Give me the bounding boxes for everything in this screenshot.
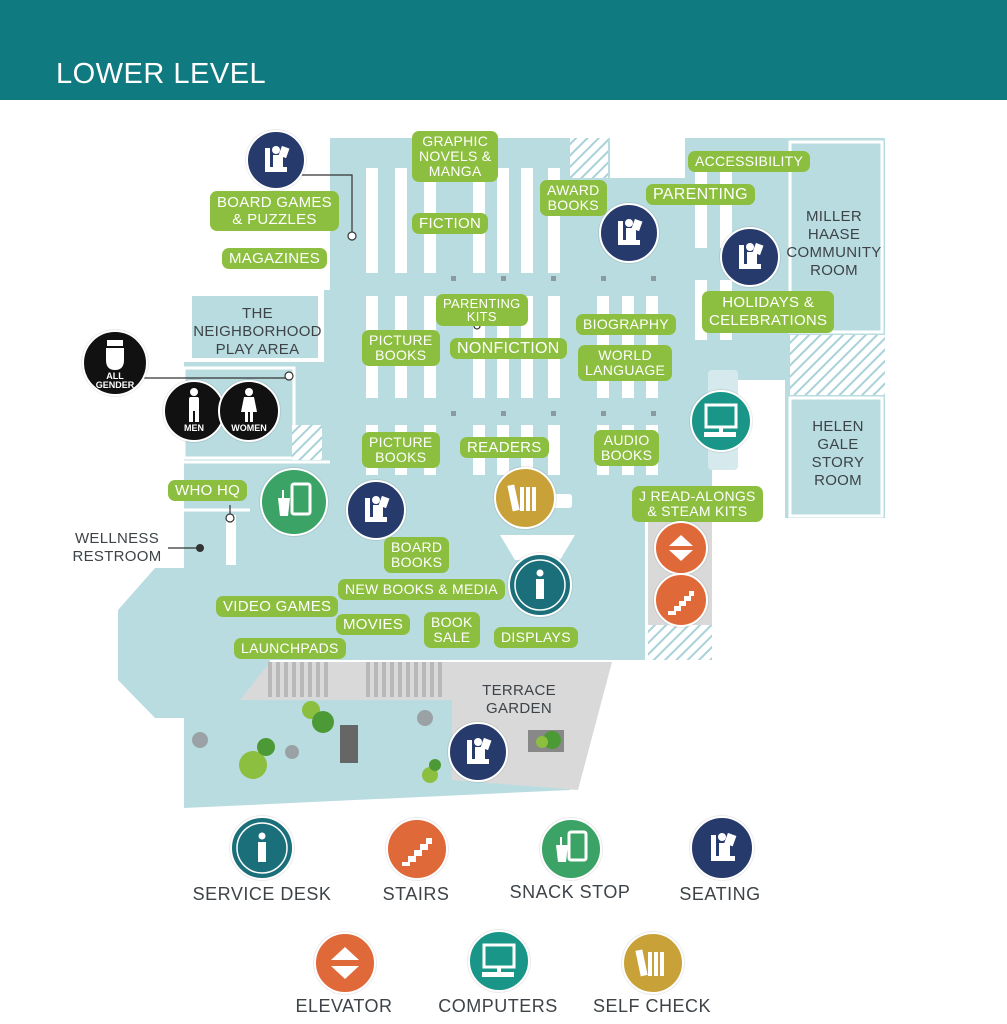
- seating-icon: [346, 480, 406, 540]
- room-helen-gale: HELEN GALE STORY ROOM: [811, 418, 865, 489]
- computer-icon: [690, 390, 752, 452]
- legend-elevator-icon: [314, 932, 376, 994]
- room-wellness-restroom: WELLNESS RESTROOM: [72, 530, 162, 565]
- men-restroom-icon: MEN: [163, 380, 225, 442]
- legend-service-desk-label: SERVICE DESK: [192, 884, 332, 904]
- plants: [192, 701, 561, 783]
- room-neighborhood-play-area: THE NEIGHBORHOOD PLAY AREA: [193, 305, 322, 358]
- legend-stairs-label: STAIRS: [382, 884, 450, 904]
- seating-icon: [448, 722, 508, 782]
- label-new-books-media: NEW BOOKS & MEDIA: [338, 579, 505, 600]
- label-world-language: WORLD LANGUAGE: [578, 345, 673, 381]
- legend-seating-icon: [690, 816, 754, 880]
- legend-snack-stop-label: SNACK STOP: [509, 882, 631, 902]
- room-miller-haase: MILLER HAASE COMMUNITY ROOM: [786, 208, 882, 279]
- info-icon: [508, 553, 572, 617]
- seating-icon: [720, 227, 780, 287]
- legend-self-check-label: SELF CHECK: [592, 996, 712, 1016]
- label-nonfiction: NONFICTION: [450, 338, 567, 359]
- miller-room: [788, 140, 884, 334]
- label-board-books: BOARD BOOKS: [384, 537, 450, 573]
- label-parenting-kits: PARENTING KITS: [436, 294, 528, 326]
- helen-room: [788, 396, 884, 518]
- label-parenting: PARENTING: [646, 184, 755, 205]
- room-terrace-garden: TERRACE GARDEN: [482, 682, 556, 717]
- label-movies: MOVIES: [336, 614, 411, 635]
- label-board-games: BOARD GAMES & PUZZLES: [210, 191, 339, 231]
- legend-service-desk-icon: [230, 816, 294, 880]
- label-book-sale: BOOK SALE: [424, 612, 480, 648]
- label-holidays: HOLIDAYS & CELEBRATIONS: [702, 291, 835, 333]
- label-biography: BIOGRAPHY: [576, 314, 676, 335]
- legend-computers-icon: [468, 930, 530, 992]
- all-gender-restroom-icon: ALL GENDER: [82, 330, 148, 396]
- legend-elevator-label: ELEVATOR: [295, 996, 393, 1016]
- label-video-games: VIDEO GAMES: [216, 596, 339, 617]
- header-bar: LOWER LEVEL: [0, 0, 1007, 100]
- snack-icon: [260, 468, 328, 536]
- label-readers: READERS: [460, 437, 549, 458]
- stairs-icon: [654, 573, 708, 627]
- label-graphic-novels: GRAPHIC NOVELS & MANGA: [412, 131, 499, 182]
- seating-icon: [246, 130, 306, 190]
- label-launchpads: LAUNCHPADS: [234, 638, 346, 659]
- legend-self-check-icon: [622, 932, 684, 994]
- label-audio-books: AUDIO BOOKS: [594, 430, 660, 466]
- label-picture-books-1: PICTURE BOOKS: [362, 330, 440, 366]
- legend-stairs-icon: [386, 818, 448, 880]
- label-fiction: FICTION: [412, 213, 489, 234]
- legend-snack-stop-icon: [540, 818, 602, 880]
- legend-seating-label: SEATING: [679, 884, 761, 904]
- page-title: LOWER LEVEL: [56, 58, 267, 90]
- elevator-icon: [654, 521, 708, 575]
- label-accessibility: ACCESSIBILITY: [688, 151, 811, 172]
- women-restroom-icon: WOMEN: [218, 380, 280, 442]
- label-j-read-alongs: J READ-ALONGS & STEAM KITS: [632, 486, 763, 522]
- label-picture-books-2: PICTURE BOOKS: [362, 432, 440, 468]
- seating-icon: [599, 203, 659, 263]
- legend-computers-label: COMPUTERS: [438, 996, 558, 1016]
- label-who-hq: WHO HQ: [168, 480, 248, 501]
- label-magazines: MAGAZINES: [222, 248, 328, 269]
- self-check-icon: [494, 467, 556, 529]
- label-award-books: AWARD BOOKS: [540, 180, 607, 216]
- label-displays: DISPLAYS: [494, 627, 578, 648]
